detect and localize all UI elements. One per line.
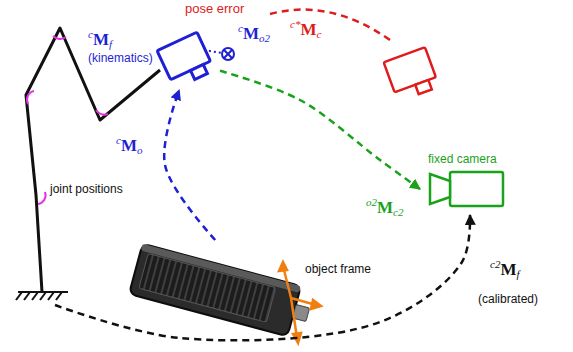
superscript: c: [116, 134, 121, 146]
desired-camera: [415, 80, 432, 94]
fixed-camera: [450, 172, 503, 206]
fixed-camera: [430, 174, 450, 204]
ground-hatch: [32, 292, 38, 300]
object-frame-symbol: [222, 48, 234, 60]
superscript: o2: [366, 196, 377, 208]
ground-hatch: [24, 292, 30, 300]
subscript: o: [137, 144, 143, 156]
matrix-symbol: M: [500, 260, 516, 279]
fixed-camera-node: fixed camera: [420, 150, 520, 215]
object-axes: [279, 262, 287, 271]
matrix-symbol: M: [377, 198, 393, 217]
subscript: f: [516, 268, 519, 280]
node-label: object frame: [305, 262, 375, 276]
pose-error-arc: [270, 10, 390, 40]
object-axes: [291, 298, 297, 338]
annotation-text: (calibrated): [478, 292, 538, 306]
object-axes: [311, 300, 321, 309]
object-frame-symbol: [224, 50, 232, 58]
transform-label: c2Mf: [490, 258, 520, 281]
object-frame-symbol: [222, 48, 234, 60]
fixed-camera: [430, 172, 503, 206]
matrix-symbol: M: [300, 20, 316, 39]
transform-arrow: [55, 215, 470, 340]
joint-arc: [96, 110, 108, 115]
robot-camera: [191, 65, 208, 80]
node-label: joint positions: [50, 182, 148, 196]
transform-label: cMo: [116, 134, 142, 157]
ground-hatch: [16, 292, 68, 300]
object-frame-symbol: [224, 50, 232, 58]
matrix-symbol: M: [93, 30, 109, 49]
transform-label: o2Mc2: [366, 196, 404, 219]
frame-link: [204, 50, 222, 53]
robot-camera: [157, 32, 210, 80]
transform-label: cMf: [88, 28, 216, 51]
superscript: c: [88, 28, 93, 40]
ground-hatch: [56, 292, 62, 300]
matrix-symbol: M: [121, 136, 137, 155]
transform-arrow: [164, 90, 215, 240]
robot-camera-node: cMf(kinematics): [84, 26, 220, 90]
transform-label: c*Mc: [290, 18, 321, 41]
robot-camera: [157, 32, 215, 89]
subscript: c2: [393, 206, 403, 218]
matrix-symbol: M: [243, 24, 259, 43]
object-node: object frame: [140, 240, 375, 345]
superscript: c2: [490, 258, 500, 270]
ground-hatch: [40, 292, 46, 300]
node-label: fixed camera: [428, 152, 512, 166]
object-device: [141, 244, 301, 293]
superscript: c: [238, 22, 243, 34]
joint-arc: [38, 192, 46, 204]
ground-hatch: [48, 292, 54, 300]
subscript: c: [316, 28, 321, 40]
object-device: [129, 244, 301, 337]
node-label: (kinematics): [88, 51, 216, 65]
subscript: f: [109, 38, 112, 50]
transform-label: cMo2: [238, 22, 270, 45]
transform-arrow: [220, 71, 420, 189]
subscript: o2: [259, 32, 270, 44]
ground-hatch: [16, 292, 22, 300]
object-device: [129, 244, 314, 340]
joint-arc: [53, 36, 66, 39]
superscript: c*: [290, 18, 300, 30]
joint-arc: [27, 91, 34, 104]
annotation-text: pose error: [185, 1, 244, 17]
desired-camera: [384, 47, 440, 102]
robot-arm-node: joint positions: [44, 180, 154, 305]
